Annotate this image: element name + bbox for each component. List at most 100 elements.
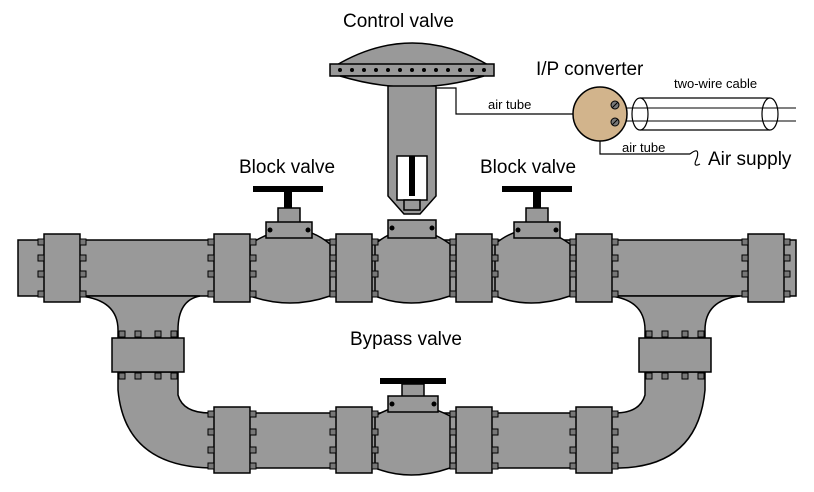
bolt-icon [741,254,749,262]
bolt-icon [491,410,499,418]
bolt-icon [329,290,337,298]
bolt-icon [681,372,689,380]
flange [213,233,251,303]
bypass-valve-bonnet [387,395,439,413]
actuator-bolt-icon [386,68,390,72]
bypass-valve-body [374,404,451,476]
bolt-icon [611,410,619,418]
control-valve-label: Control valve [343,11,454,32]
actuator-bolt-icon [350,68,354,72]
actuator-bolt-icon [446,68,450,72]
bolt-icon [329,410,337,418]
bolt-icon [154,330,162,338]
bolt-icon [207,462,215,470]
right-block-valve[interactable] [502,186,572,239]
bolt-icon [79,238,87,246]
bolt-icon [449,428,457,436]
bolt-icon [569,290,577,298]
bolt-icon [449,290,457,298]
bolt-icon [118,372,126,380]
bolt-icon [611,270,619,278]
right-block-valve-stem [533,192,541,214]
bolt-icon [329,446,337,454]
actuator-bolt-icon [338,68,342,72]
flange [747,233,785,303]
actuator-bolts [267,68,559,407]
bolt-icon [491,428,499,436]
bolt-icon [491,462,499,470]
ip-converter-label: I/P converter [536,59,644,80]
bolt-icon [170,330,178,338]
flange [43,233,81,303]
bolt-icon [611,238,619,246]
bolt-icon [249,254,257,262]
bonnet-bolt-icon [267,227,273,233]
actuator-bolt-icon [374,68,378,72]
control-valve-packing [403,199,421,211]
bypass-valve-handwheel[interactable] [380,378,446,384]
left-block-valve-label: Block valve [239,157,335,178]
bolt-icon [249,446,257,454]
bolt-icon [118,330,126,338]
bolt-icon [741,290,749,298]
bolt-icon [371,446,379,454]
actuator-bolt-icon [458,68,462,72]
bolt-icon [371,290,379,298]
bolt-icon [681,330,689,338]
bolt-icon [569,254,577,262]
bolt-icon [645,372,653,380]
bolt-icon [491,254,499,262]
left-block-valve-bonnet [265,221,313,239]
air-supply-label: Air supply [708,149,792,170]
bolt-icon [249,428,257,436]
bonnet-bolt-icon [389,225,395,231]
bolt-icon [79,254,87,262]
bolt-icon [449,270,457,278]
air-tube-label-top: air tube [488,97,531,112]
flange [638,337,712,373]
bypass-pipe [117,371,706,476]
bolt-icon [79,290,87,298]
left-block-valve-handwheel[interactable] [253,186,323,192]
flange [213,406,251,474]
bolt-icon [783,254,791,262]
flange [335,406,373,474]
bonnet-bolt-icon [429,225,435,231]
flange [111,337,185,373]
bolt-icon [783,270,791,278]
right-block-valve-bonnet [513,221,561,239]
bolt-icon [611,290,619,298]
flange [335,233,373,303]
cable-end-left [631,97,649,131]
bypass-valve[interactable] [380,378,446,413]
bolt-icon [661,372,669,380]
bolt-icon [741,270,749,278]
control-valve-actuator[interactable] [329,42,495,239]
flange [455,406,493,474]
bolt-icon [329,254,337,262]
bonnet-bolt-icon [553,227,559,233]
bolt-icon [371,428,379,436]
right-block-valve-handwheel[interactable] [502,186,572,192]
bolt-icon [207,446,215,454]
bolt-icon [249,462,257,470]
bolt-icon [371,254,379,262]
actuator-bolt-icon [398,68,402,72]
bolt-icon [207,410,215,418]
bolt-icon [207,428,215,436]
bolt-icon [79,270,87,278]
ip-converter-icon[interactable] [572,86,628,142]
left-block-valve[interactable] [253,186,323,239]
two-wire-cable-label: two-wire cable [674,76,757,91]
two-wire-cable-body [640,97,770,131]
screw-slot [611,101,619,109]
cable-end-right [761,97,779,131]
actuator-bolt-icon [410,68,414,72]
right-block-valve-body [494,228,571,304]
bolt-icon [207,238,215,246]
bolt-icon [37,270,45,278]
bolt-icon [491,238,499,246]
right-block-valve-label: Block valve [480,157,576,178]
actuator-stem [409,156,415,196]
